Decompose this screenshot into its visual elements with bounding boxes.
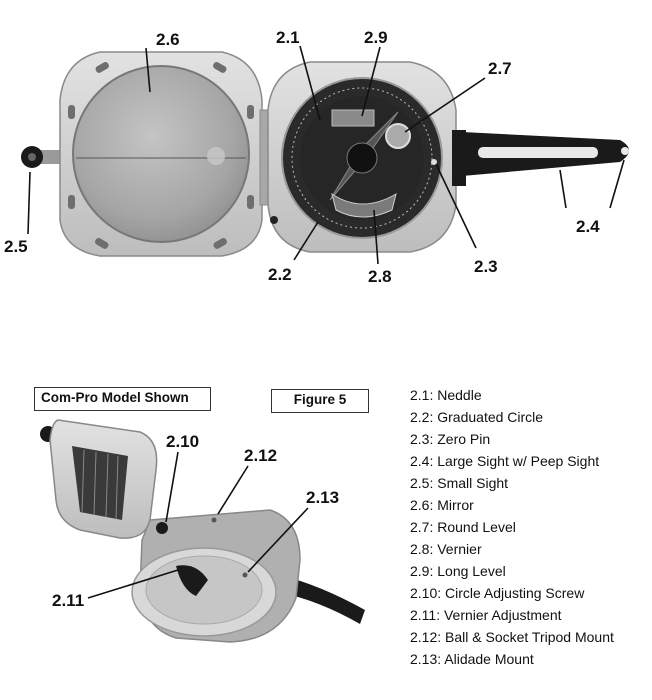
lid-grid (72, 446, 128, 520)
callout-2-1: 2.1 (276, 28, 300, 47)
callout-2-4: 2.4 (576, 217, 600, 236)
open-compass-illustration (21, 51, 629, 257)
leader-lines-top (27, 45, 625, 265)
legend-item: 2.8: Vernier (410, 541, 482, 557)
alidade-arm (278, 575, 365, 624)
callout-2-7: 2.7 (488, 59, 512, 78)
perspective-compass-illustration (40, 419, 365, 643)
large-sight (452, 130, 629, 186)
legend-item: 2.13: Alidade Mount (410, 651, 534, 667)
zero-pin (431, 159, 437, 165)
legend-item: 2.11: Vernier Adjustment (410, 607, 562, 623)
callout-2-3: 2.3 (474, 257, 498, 276)
callout-2-9: 2.9 (364, 28, 388, 47)
callout-2-13: 2.13 (306, 488, 339, 507)
figure-label-box: Figure 5 (271, 389, 369, 413)
model-label-box: Com-Pro Model Shown (34, 387, 211, 411)
legend-item: 2.2: Graduated Circle (410, 409, 544, 425)
parts-legend: 2.1: Neddle 2.2: Graduated Circle 2.3: Z… (410, 384, 614, 670)
legend-item: 2.7: Round Level (410, 519, 516, 535)
long-level (331, 109, 375, 127)
lid-slots (68, 61, 254, 249)
callout-2-5: 2.5 (4, 237, 28, 256)
leader-lines-bottom (87, 451, 309, 599)
callout-2-2: 2.2 (268, 265, 292, 284)
callout-2-10: 2.10 (166, 432, 199, 451)
legend-item: 2.5: Small Sight (410, 475, 509, 491)
mirror (72, 65, 250, 243)
callout-2-8: 2.8 (368, 267, 392, 286)
legend-item: 2.6: Mirror (410, 497, 474, 513)
legend-item: 2.10: Circle Adjusting Screw (410, 585, 585, 601)
legend-item: 2.1: Neddle (410, 387, 482, 403)
legend-item: 2.9: Long Level (410, 563, 506, 579)
legend-item: 2.3: Zero Pin (410, 431, 491, 447)
callout-2-12: 2.12 (244, 446, 277, 465)
round-level (385, 123, 411, 149)
circle-adjusting-screw (156, 522, 168, 534)
callout-2-6: 2.6 (156, 30, 180, 49)
legend-item: 2.4: Large Sight w/ Peep Sight (410, 453, 600, 469)
vernier (331, 192, 397, 218)
callout-2-11: 2.11 (52, 591, 84, 610)
legend-item: 2.12: Ball & Socket Tripod Mount (410, 629, 614, 645)
vernier-adjustment-knob (176, 565, 208, 596)
